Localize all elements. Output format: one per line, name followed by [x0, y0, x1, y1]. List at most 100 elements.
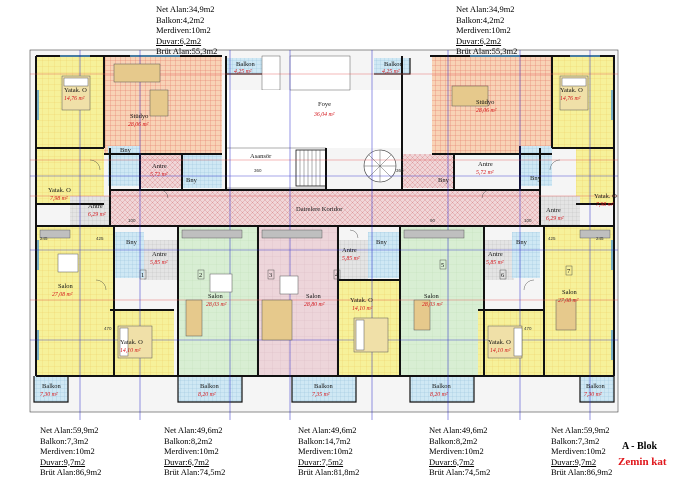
- area-yatak-mr: 7,98 m²: [596, 202, 614, 208]
- room-antre-c1: [144, 240, 178, 280]
- gross-area: Brüt Alan:74,5m2: [429, 467, 491, 477]
- label-yatak-ml: Yatak. O: [48, 187, 71, 194]
- label-salon-4: Salon: [424, 293, 440, 300]
- info-block-bottom-4: Net Alan:49,6m2 Balkon:8,2m2 Merdiven:10…: [429, 425, 490, 478]
- label-salon-1: Salon: [58, 283, 74, 290]
- room-antre-ml: [70, 196, 110, 226]
- label-yatak-br: Yatak. O: [488, 339, 511, 346]
- stair-area: Merdiven:10m2: [164, 446, 219, 456]
- gross-area: Brüt Alan:86,9m2: [40, 467, 102, 477]
- room-salon-1: [36, 226, 114, 376]
- area-salon-5: 27,08 m²: [558, 298, 579, 304]
- living-furniture: [57, 63, 577, 341]
- room-antre-c3: [484, 240, 514, 280]
- unit-number-2: 2: [199, 272, 202, 279]
- label-balkon-b1: Balkon: [42, 383, 62, 390]
- area-foye: 36,04 m²: [313, 111, 335, 118]
- label-studyo-l: Stüdyo: [130, 113, 148, 120]
- gross-area: Brüt Alan:55,3m2: [156, 46, 218, 56]
- area-balkon-tr: 4,25 m²: [382, 68, 400, 75]
- net-area: Net Alan:59,9m2: [40, 425, 99, 435]
- area-salon-4: 28,03 m²: [422, 302, 443, 308]
- unit-number-5: 5: [441, 262, 444, 269]
- room-foye-inner: [289, 55, 351, 91]
- dim-2: 360: [396, 168, 404, 173]
- wall-area: Duvar:6,7m2: [429, 456, 475, 467]
- area-antre-mr: 6,29 m²: [546, 216, 564, 222]
- label-balkon-tl: Balkon: [236, 61, 256, 68]
- stair-area: Merdiven:10m2: [156, 25, 211, 35]
- room-balkon-b4: [410, 376, 474, 402]
- area-antre-tr: 5,72 m²: [476, 170, 494, 176]
- area-antre-c1: 5,85 m²: [150, 260, 168, 266]
- area-salon-2: 28,03 m²: [206, 302, 227, 308]
- label-studyo-r: Stüdyo: [476, 99, 494, 106]
- label-antre-c1: Antre: [152, 251, 167, 258]
- area-yatak-br: 14,10 m²: [490, 347, 511, 354]
- room-balkon-b5: [580, 376, 614, 402]
- net-area: Net Alan:34,9m2: [156, 4, 215, 14]
- kitchen-counters: [39, 229, 611, 239]
- stair-treads: [299, 150, 396, 186]
- beds: [61, 75, 589, 359]
- label-banyo-2: Bny: [186, 177, 198, 184]
- label-antre-mr: Antre: [546, 207, 561, 214]
- gross-area: Brüt Alan:81,8m2: [298, 467, 360, 477]
- label-banyo-4: Bny: [530, 175, 542, 182]
- dim-5: 245: [596, 236, 604, 241]
- stair-area: Merdiven:10m2: [298, 446, 353, 456]
- stair-area: Merdiven:10m2: [429, 446, 484, 456]
- label-yatak-tl: Yatak. O: [64, 87, 87, 94]
- stair-area: Merdiven:10m2: [40, 446, 95, 456]
- room-balkon-tl: [226, 58, 262, 74]
- room-balkon-b1: [34, 376, 68, 402]
- area-balkon-b2: 8,20 m²: [198, 392, 216, 398]
- dim-9: 100: [128, 218, 136, 223]
- balcony-area: Balkon:4,2m2: [456, 14, 505, 25]
- dimension-labels: 360 360 425 425 245 245 470 470 100 100 …: [40, 168, 604, 331]
- area-yatak-ml: 7,98 m²: [50, 196, 68, 202]
- area-antre-ml: 6,29 m²: [88, 212, 106, 218]
- area-yatak-bl: 14,10 m²: [120, 347, 141, 354]
- info-block-bottom-2: Net Alan:49,6m2 Balkon:8,2m2 Merdiven:10…: [164, 425, 225, 478]
- area-balkon-b1: 7,30 m²: [40, 392, 58, 398]
- label-yatak-mr: Yatak. O: [594, 193, 617, 200]
- dim-6: 245: [40, 236, 48, 241]
- stair-area: Merdiven:10m2: [456, 25, 511, 35]
- info-block-top-left: Net Alan:34,9m2 Balkon:4,2m2 Merdiven:10…: [156, 4, 217, 57]
- label-yatak-bl: Yatak. O: [120, 339, 143, 346]
- room-banyo-tl: [108, 146, 140, 186]
- room-balkon-b2: [178, 376, 242, 402]
- stair-area: Merdiven:10m2: [551, 446, 606, 456]
- room-antre-c2: [338, 240, 368, 280]
- label-banyo-5: Bny: [126, 239, 138, 246]
- label-banyo-1: Bny: [120, 147, 132, 154]
- area-balkon-b5: 7,30 m²: [584, 392, 602, 398]
- label-banyo-7: Bny: [516, 239, 528, 246]
- unit-numbers: 1 2 3 4 5 6 7: [139, 259, 573, 280]
- label-antre-c3: Antre: [488, 251, 503, 258]
- wall-area: Duvar:7,5m2: [298, 456, 344, 467]
- label-yatak-tr: Yatak. O: [560, 87, 583, 94]
- label-balkon-b4: Balkon: [432, 383, 452, 390]
- gross-area: Brüt Alan:55,3m2: [456, 46, 518, 56]
- area-antre-c3: 5,85 m²: [486, 260, 504, 266]
- room-salon-4: [400, 226, 484, 376]
- label-banyo-6: Bny: [376, 239, 388, 246]
- info-block-bottom-3: Net Alan:49,6m2 Balkon:14,7m2 Merdiven:1…: [298, 425, 359, 478]
- dim-11: 90: [430, 218, 436, 223]
- label-banyo-3: Bny: [438, 177, 450, 184]
- area-yatak-tr: 14,76 m²: [560, 95, 581, 102]
- label-salon-2: Salon: [208, 293, 224, 300]
- label-salon-5: Salon: [562, 289, 578, 296]
- dim-10: 100: [524, 218, 532, 223]
- area-studyo-r: 28,06 m²: [476, 108, 497, 114]
- room-banyo-b1: [114, 232, 144, 278]
- net-area: Net Alan:49,6m2: [298, 425, 357, 435]
- dim-1: 360: [254, 168, 262, 173]
- area-balkon-b4: 8,20 m²: [430, 392, 448, 398]
- unit-number-1: 1: [141, 272, 144, 279]
- room-banyo-tr: [520, 146, 552, 186]
- balcony-area: Balkon:4,2m2: [156, 14, 205, 25]
